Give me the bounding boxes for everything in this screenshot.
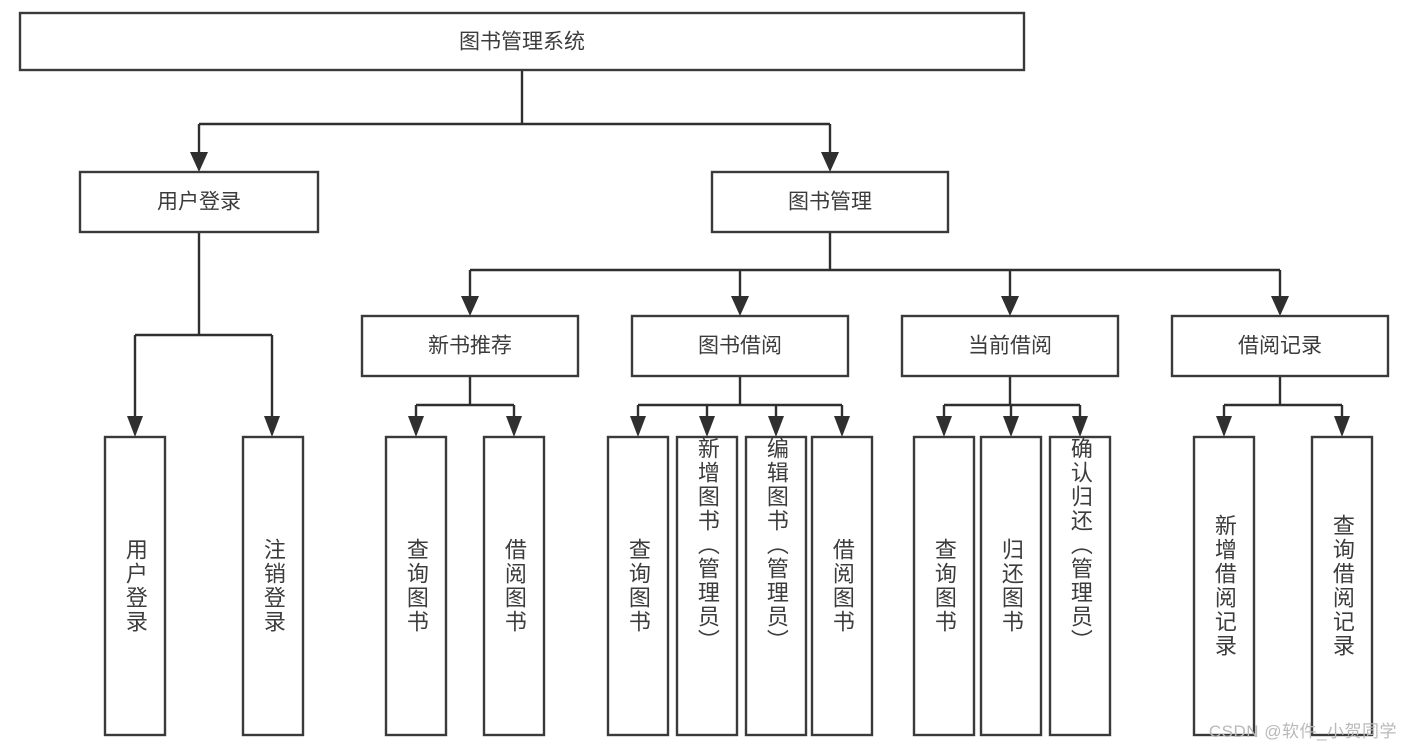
arrow-head-leaf-book-borrow-3 <box>834 416 850 437</box>
arrow-head-borrow-record <box>1271 296 1289 316</box>
leaf-boxes-new-book-recommend <box>384 435 546 737</box>
arrow-head-leaf-current-borrow-2 <box>1072 416 1088 437</box>
leaf-box-borrow-record-0[interactable] <box>1192 435 1256 737</box>
arrow-head-leaf-new-book-0 <box>408 416 424 437</box>
connector-group-current-borrow <box>936 376 1088 437</box>
leaf-boxes-user-login <box>103 435 305 737</box>
leaf-box-new-book-0[interactable] <box>384 435 448 737</box>
node-root[interactable]: 图书管理系统 <box>18 11 1026 72</box>
node-user-login-box[interactable] <box>78 170 320 234</box>
node-current-borrow[interactable]: 当前借阅 <box>900 314 1120 378</box>
leaf-box-book-borrow-2[interactable] <box>744 435 808 737</box>
node-current-borrow-label: 当前借阅 <box>968 335 1052 358</box>
node-root-box[interactable] <box>18 11 1026 72</box>
connector-group-root <box>190 70 839 172</box>
node-borrow-record-box[interactable] <box>1170 314 1390 378</box>
leaf-box-new-book-1[interactable] <box>482 435 546 737</box>
node-root-label: 图书管理系统 <box>459 31 585 54</box>
leaf-box-current-borrow-2[interactable] <box>1048 435 1112 737</box>
arrow-head-leaf-book-borrow-0 <box>630 416 646 437</box>
leaf-box-current-borrow-1[interactable] <box>979 435 1043 737</box>
node-new-book-recommend-label: 新书推荐 <box>428 335 512 358</box>
leaf-box-user-login-0[interactable] <box>103 435 167 737</box>
arrow-head-leaf-borrow-record-0 <box>1216 416 1232 437</box>
leaf-box-book-borrow-0[interactable] <box>606 435 670 737</box>
connector-group-new-book <box>408 376 522 437</box>
leaf-boxes-borrow-record <box>1192 435 1374 737</box>
connector-group-borrow-record <box>1216 376 1350 437</box>
node-book-borrow-box[interactable] <box>630 314 850 378</box>
connector-group-book-borrow <box>630 376 850 437</box>
leaf-box-current-borrow-0[interactable] <box>912 435 976 737</box>
node-book-borrow[interactable]: 图书借阅 <box>630 314 850 378</box>
arrow-head-leaf-borrow-record-1 <box>1334 416 1350 437</box>
node-book-borrow-label: 图书借阅 <box>698 335 782 358</box>
arrow-head-current-borrow <box>1001 296 1019 316</box>
node-current-borrow-box[interactable] <box>900 314 1120 378</box>
arrow-head-book-borrow <box>731 296 749 316</box>
node-borrow-record[interactable]: 借阅记录 <box>1170 314 1390 378</box>
connector-group-book-mgmt <box>461 232 1289 316</box>
leaf-box-borrow-record-1[interactable] <box>1310 435 1374 737</box>
leaf-boxes-book-borrow <box>606 435 874 737</box>
node-new-book-recommend[interactable]: 新书推荐 <box>360 314 580 378</box>
node-user-login[interactable]: 用户登录 <box>78 170 320 234</box>
node-book-management-label: 图书管理 <box>788 191 872 214</box>
arrow-head-leaf-current-borrow-0 <box>936 416 952 437</box>
node-book-management[interactable]: 图书管理 <box>710 170 950 234</box>
arrow-head-leaf-new-book-1 <box>506 416 522 437</box>
arrow-head-leaf-current-borrow-1 <box>1003 416 1019 437</box>
arrow-head-leaf-book-borrow-2 <box>768 416 784 437</box>
arrow-head-book-mgmt <box>821 152 839 172</box>
csdn-watermark: CSDN @软件_小贺同学 <box>1208 722 1397 741</box>
connector-group-user-login <box>127 232 280 437</box>
node-borrow-record-label: 借阅记录 <box>1238 335 1322 358</box>
leaf-box-user-login-1[interactable] <box>241 435 305 737</box>
arrow-head-leaf-user-login-1 <box>264 416 280 437</box>
leaf-box-book-borrow-3[interactable] <box>810 435 874 737</box>
leaf-boxes-current-borrow <box>912 435 1112 737</box>
arrow-head-leaf-book-borrow-1 <box>699 416 715 437</box>
node-new-book-recommend-box[interactable] <box>360 314 580 378</box>
arrow-head-new-book <box>461 296 479 316</box>
leaf-box-book-borrow-1[interactable] <box>675 435 739 737</box>
node-user-login-label: 用户登录 <box>157 191 241 214</box>
arrow-head-user-login <box>190 152 208 172</box>
node-book-management-box[interactable] <box>710 170 950 234</box>
arrow-head-leaf-user-login-0 <box>127 416 143 437</box>
